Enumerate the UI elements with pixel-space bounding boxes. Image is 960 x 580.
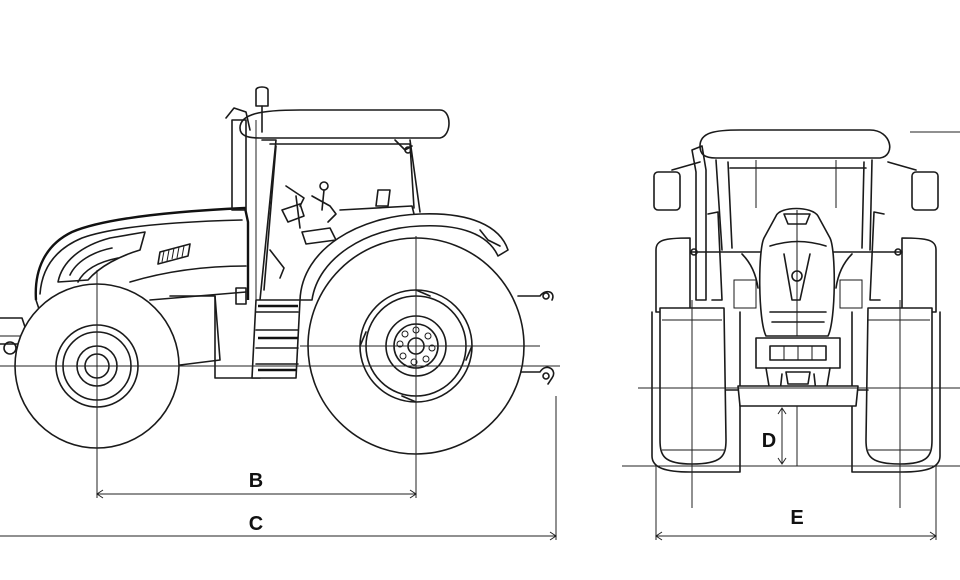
front-view-rear-tyres [651, 237, 941, 473]
exhaust-pipe [225, 107, 251, 211]
front-axle [725, 385, 869, 407]
front-hood [758, 207, 836, 337]
cab-steps [251, 299, 301, 379]
front-exhaust [691, 145, 707, 301]
dimension-label-c: C [249, 513, 263, 535]
front-tyre-right [865, 307, 933, 465]
side-center-lines [0, 120, 560, 540]
dimension-c: C [0, 513, 557, 541]
front-engine-details [733, 253, 863, 309]
front-tyre-left [659, 307, 727, 465]
rear-fender [299, 213, 509, 301]
tractor-side-view [0, 86, 560, 540]
beacon-light [255, 86, 269, 133]
dimension-e: E [655, 507, 937, 541]
front-view-hitch [755, 337, 841, 393]
mirror-right [887, 161, 939, 211]
tractor-front-view [622, 129, 960, 540]
mirror-left [653, 161, 701, 211]
cab-interior [269, 181, 415, 279]
dimension-label-e: E [790, 507, 803, 529]
dimension-d: D [762, 407, 787, 465]
dimension-label-b: B [249, 470, 263, 492]
chassis [169, 287, 261, 379]
hood [34, 206, 250, 313]
front-roof [699, 129, 891, 159]
hood-vent-grille [157, 243, 191, 265]
rear-hitch [517, 290, 555, 385]
front-cab-frame [715, 159, 873, 251]
front-center-lines [622, 300, 960, 540]
dimension-b: B [96, 470, 417, 499]
dimension-label-d: D [762, 430, 776, 452]
front-handrails [690, 211, 903, 301]
